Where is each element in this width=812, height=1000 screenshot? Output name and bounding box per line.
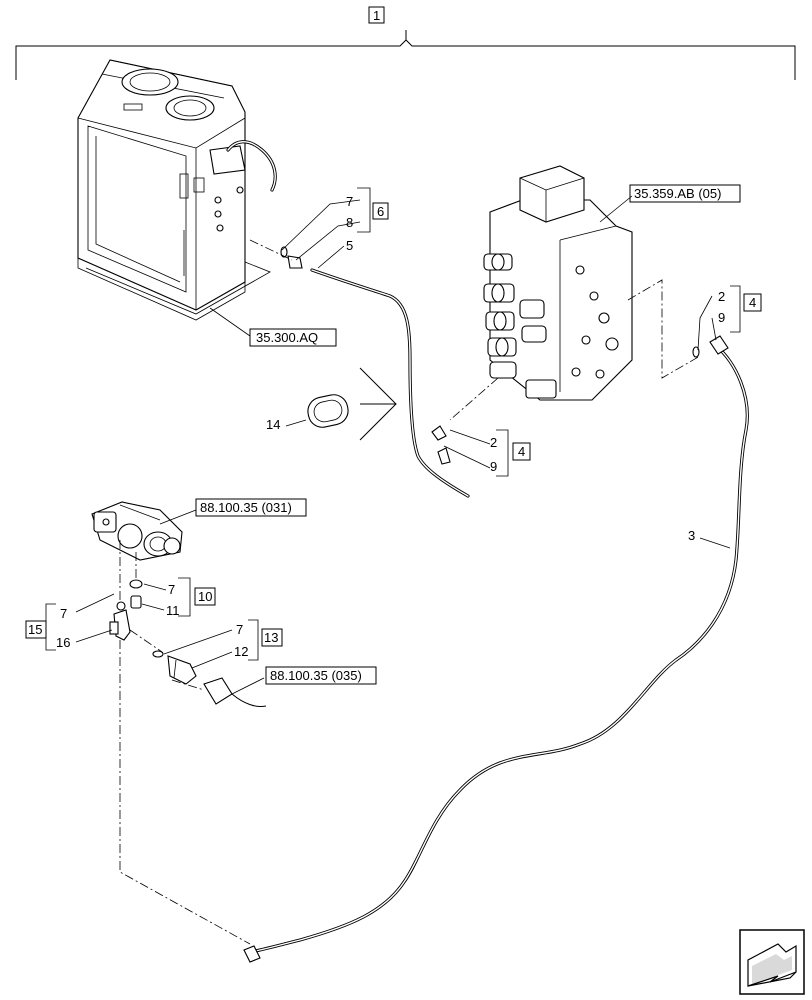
- callout-1: 1: [373, 8, 380, 23]
- item-12: 12: [234, 644, 248, 659]
- solenoid-valve: [91, 501, 183, 561]
- item-3: 3: [688, 528, 695, 543]
- item-16: 16: [56, 635, 70, 650]
- leader-lines: [75, 195, 731, 695]
- center-lines: [119, 239, 701, 945]
- item-11: 11: [166, 603, 180, 618]
- item-7-tank: 7: [346, 194, 353, 209]
- callout-4-mid: 4: [518, 444, 525, 459]
- kit-callouts: 6 4 4 10 13 15: [25, 187, 762, 661]
- adapter-8: [287, 255, 303, 269]
- item-7-switch: 7: [236, 622, 243, 637]
- callout-6: 6: [377, 204, 384, 219]
- cut-marks: [359, 367, 397, 441]
- item-9-mid: 9: [490, 459, 497, 474]
- item-8: 8: [346, 215, 353, 230]
- reference-boxes: 35.300.AQ 35.359.AB (05) 88.100.35 (031)…: [195, 184, 741, 685]
- item-numbers: 7 8 5 2 9 2 9 14 3 7 11 7 16 7 12: [56, 194, 725, 659]
- next-page-arrow-icon[interactable]: [739, 929, 805, 995]
- pressure-switch: [152, 650, 197, 685]
- o-ring-14: [307, 394, 349, 428]
- fitting-11: [129, 579, 143, 609]
- ref-solenoid: 88.100.35 (031): [200, 500, 292, 515]
- o-ring-2-right: [692, 346, 700, 358]
- hydraulic-tank: [77, 59, 277, 321]
- ref-connector: 88.100.35 (035): [270, 668, 362, 683]
- item-7-tee: 7: [60, 606, 67, 621]
- callout-15: 15: [28, 622, 42, 637]
- item-9-right: 9: [718, 310, 725, 325]
- item-2-right: 2: [718, 289, 725, 304]
- item-5: 5: [346, 238, 353, 253]
- ref-valve-block: 35.359.AB (05): [634, 186, 721, 201]
- hose-5: [310, 268, 470, 498]
- tee-fitting: [109, 601, 131, 641]
- hose-3: [243, 335, 749, 963]
- assembly-bracket: 1: [15, 6, 796, 80]
- callout-4-top: 4: [749, 295, 756, 310]
- connector-plug: [203, 677, 267, 707]
- control-valve-block: [483, 165, 633, 401]
- ref-tank: 35.300.AQ: [256, 330, 318, 345]
- callout-10: 10: [198, 589, 212, 604]
- item-2-mid: 2: [490, 435, 497, 450]
- item-7-solenoid: 7: [168, 582, 175, 597]
- callout-13: 13: [264, 630, 278, 645]
- item-14: 14: [266, 417, 280, 432]
